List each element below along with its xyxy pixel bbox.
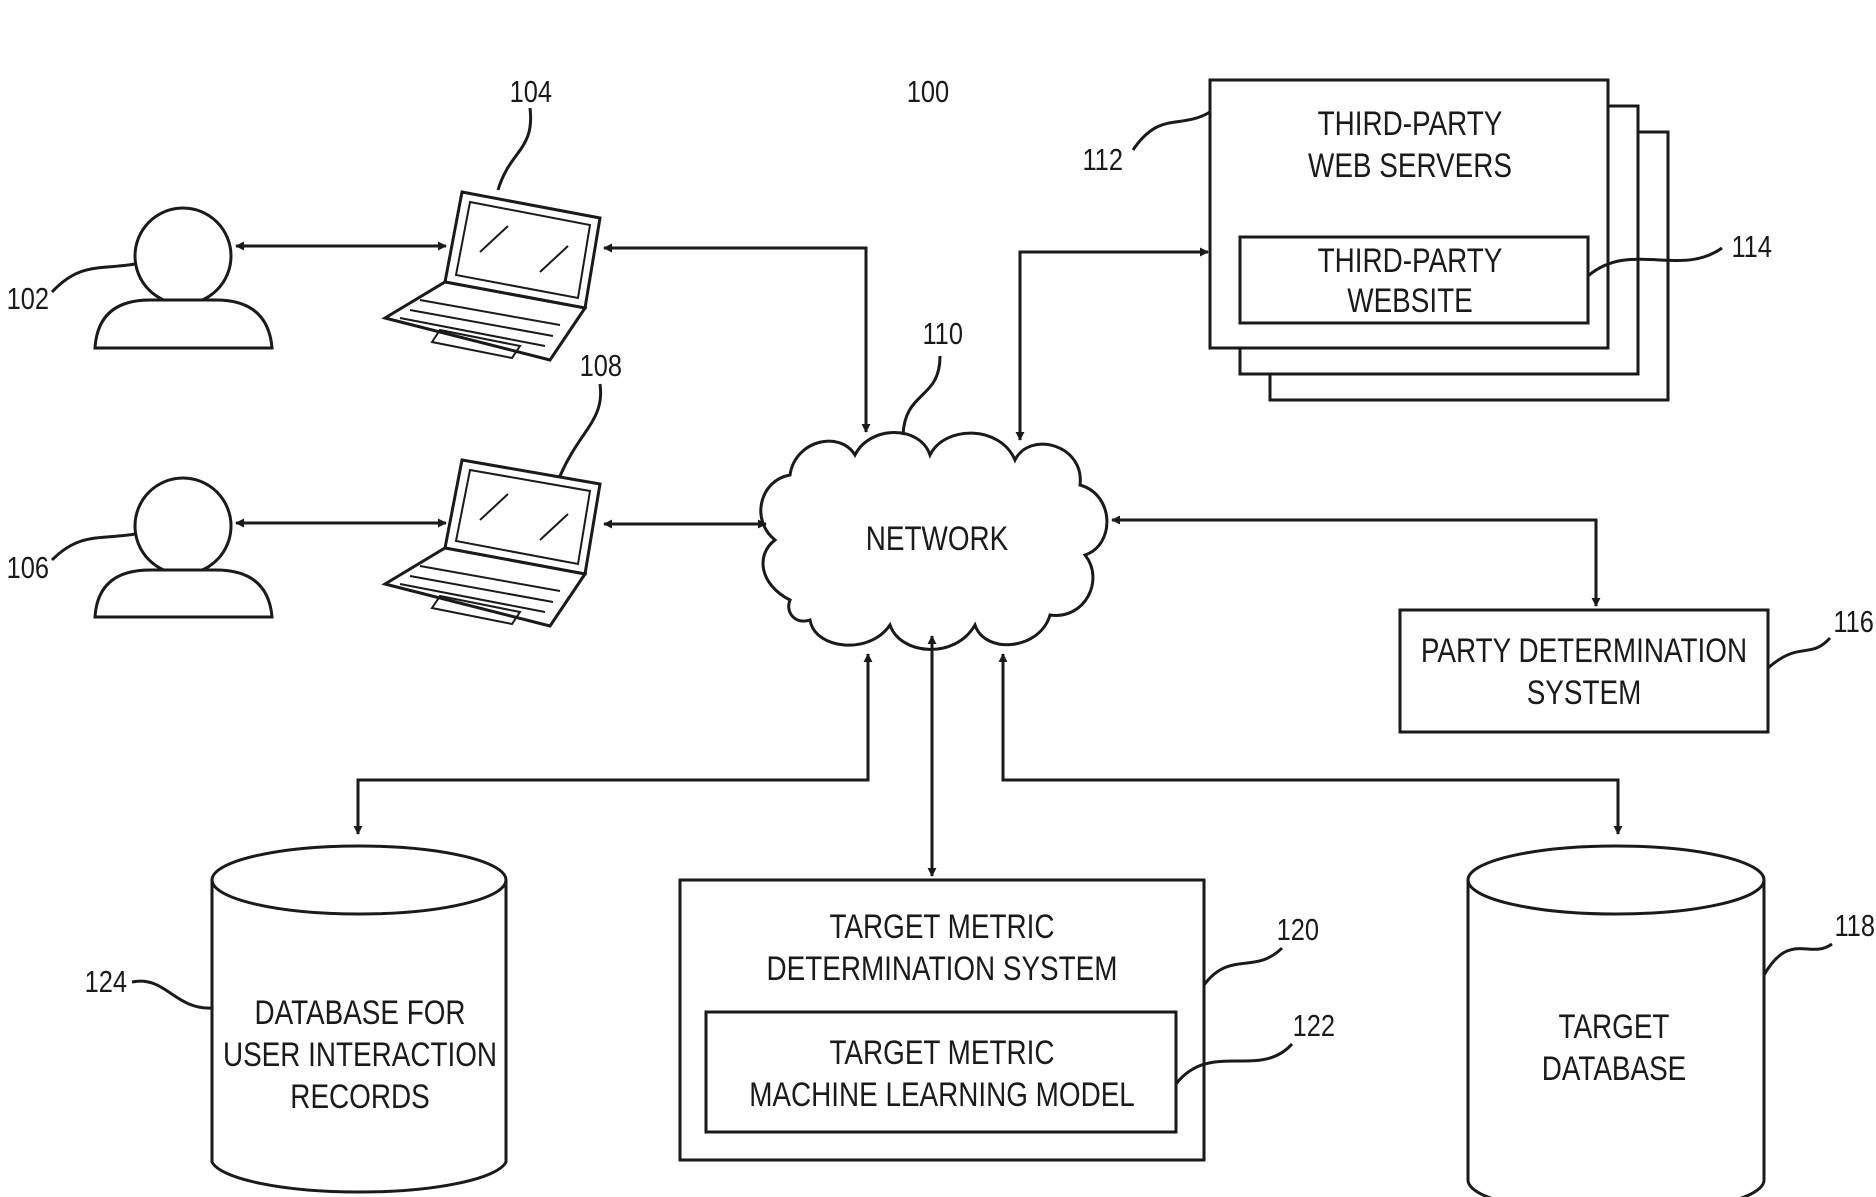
user-icon [95, 478, 272, 617]
device-ref-label: 104 [510, 75, 552, 110]
target-database-label: DATABASE [1542, 1049, 1687, 1087]
network-label: NETWORK [866, 519, 1009, 557]
figure-number: 100 [907, 75, 949, 110]
leader-line [903, 356, 940, 435]
target-metric-system-label: DETERMINATION SYSTEM [767, 949, 1118, 987]
website-ref-label: 114 [1731, 230, 1772, 265]
target-database-label: TARGET [1559, 1007, 1670, 1045]
connector-arrow [358, 654, 868, 834]
leader-line [560, 384, 601, 476]
user-ref-label: 102 [7, 282, 49, 317]
web-servers-ref-label: 112 [1082, 143, 1123, 178]
leader-line [52, 264, 135, 292]
website-label: WEBSITE [1347, 281, 1472, 319]
target-metric-system-ref-label: 120 [1277, 913, 1319, 948]
ml-model-label: MACHINE LEARNING MODEL [749, 1075, 1135, 1113]
target-metric-system-label: TARGET METRIC [829, 907, 1054, 945]
user-ref-label: 106 [7, 551, 49, 586]
connector-arrow [604, 248, 866, 432]
leader-line [1764, 944, 1832, 975]
party-determination-label: PARTY DETERMINATION [1421, 631, 1747, 669]
interaction-database-ref-label: 124 [85, 965, 127, 1000]
leader-line [1133, 112, 1210, 150]
party-determination-box [1400, 610, 1768, 732]
laptop-icon [385, 192, 600, 360]
laptop-icon [385, 460, 600, 626]
ml-model-label: TARGET METRIC [829, 1033, 1054, 1071]
website-label: THIRD-PARTY [1318, 241, 1503, 279]
interaction-database-label: RECORDS [290, 1077, 429, 1115]
target-database-ref-label: 118 [1834, 909, 1875, 944]
web-servers-label: THIRD-PARTY [1318, 104, 1503, 142]
party-determination-label: SYSTEM [1527, 673, 1642, 711]
device-ref-label: 108 [580, 349, 622, 384]
user-icon [95, 208, 272, 348]
leader-line [498, 108, 531, 190]
leader-line [1204, 948, 1282, 985]
leader-line [132, 981, 212, 1008]
leader-line [1768, 638, 1830, 668]
interaction-database-label: USER INTERACTION [223, 1035, 497, 1073]
connector-arrow [1112, 520, 1596, 606]
connector-arrow [1020, 252, 1208, 440]
ml-model-box [706, 1012, 1176, 1132]
ml-model-ref-label: 122 [1293, 1009, 1335, 1044]
web-servers-label: WEB SERVERS [1308, 146, 1512, 184]
network-ref-label: 110 [922, 317, 963, 352]
party-determination-ref-label: 116 [1833, 605, 1874, 640]
leader-line [52, 534, 135, 560]
interaction-database-label: DATABASE FOR [254, 993, 465, 1031]
